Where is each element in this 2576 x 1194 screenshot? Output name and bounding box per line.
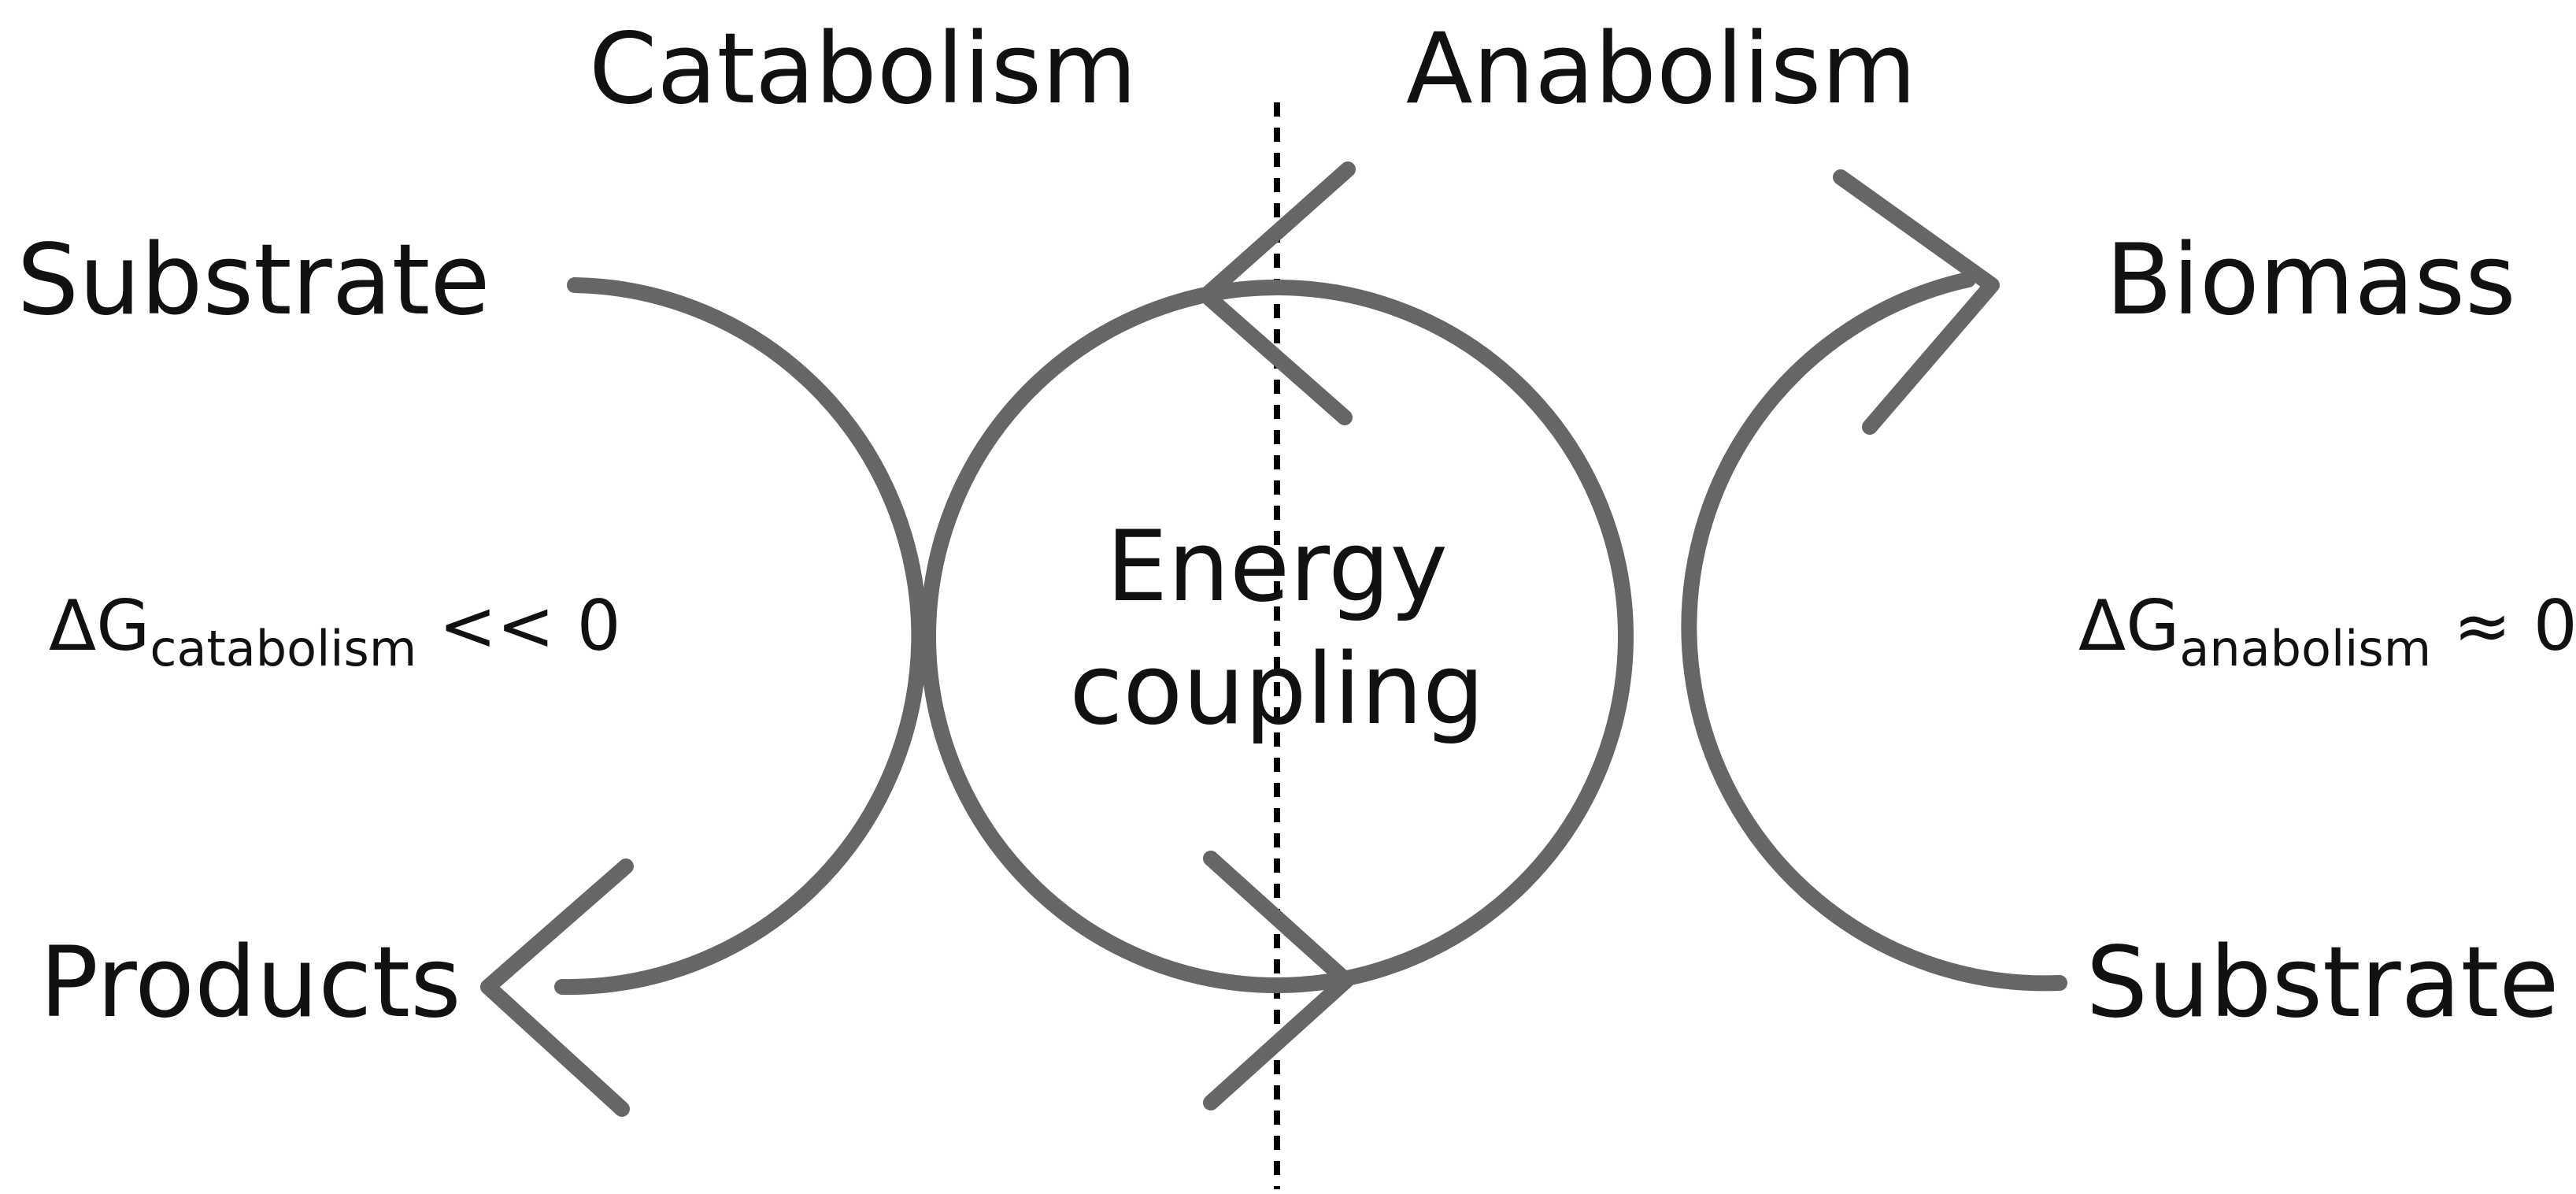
anabolism-biomass-label: Biomass bbox=[2105, 224, 2515, 337]
anabolism-arrowhead bbox=[1833, 169, 2000, 435]
catabolism-delta-g: ΔGcatabolism << 0 bbox=[49, 585, 621, 677]
catabolism-delta-g-subscript: catabolism bbox=[150, 620, 416, 677]
catabolism-delta-g-relation: << 0 bbox=[416, 585, 620, 666]
coupling-arrowhead-top bbox=[1198, 161, 1356, 425]
catabolism-arrowhead bbox=[480, 858, 634, 1117]
coupling-arrowhead-bottom bbox=[1203, 851, 1354, 1111]
catabolism-arc bbox=[554, 277, 927, 996]
coupling-line1: Energy bbox=[1106, 510, 1448, 624]
energy-coupling-circle bbox=[920, 280, 1634, 993]
anabolism-delta-g: ΔGanabolism ≈ 0 bbox=[2078, 585, 2576, 677]
heading-anabolism: Anabolism bbox=[1406, 13, 1916, 126]
anabolism-arc bbox=[1681, 272, 2067, 992]
anabolism-delta-g-symbol: ΔG bbox=[2078, 585, 2179, 666]
anabolism-delta-g-subscript: anabolism bbox=[2179, 620, 2431, 677]
catabolism-delta-g-symbol: ΔG bbox=[49, 585, 150, 666]
catabolism-products-label: Products bbox=[39, 926, 461, 1040]
catabolism-substrate-label: Substrate bbox=[17, 224, 490, 337]
anabolism-delta-g-relation: ≈ 0 bbox=[2431, 585, 2576, 666]
anabolism-substrate-label: Substrate bbox=[2086, 926, 2559, 1040]
coupling-line2: coupling bbox=[1069, 633, 1485, 747]
heading-catabolism: Catabolism bbox=[589, 13, 1137, 126]
